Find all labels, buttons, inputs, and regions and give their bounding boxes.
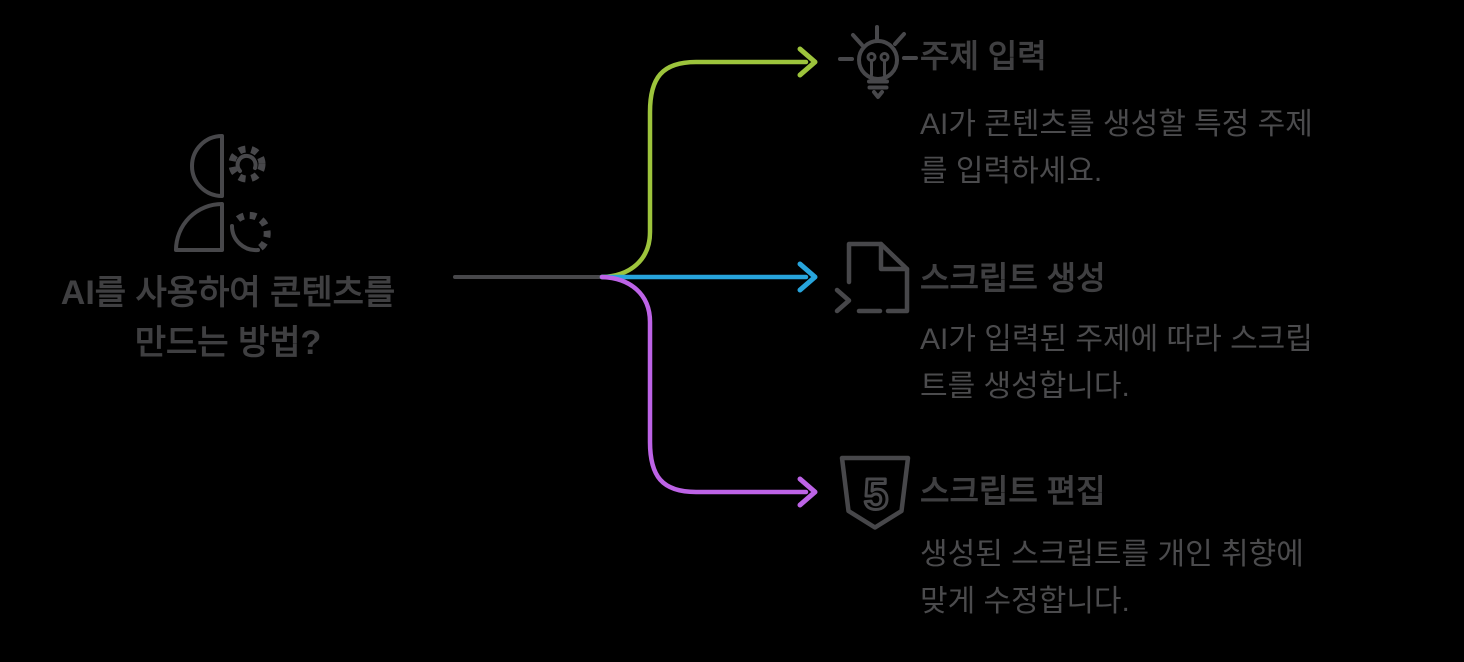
branch-title-script-generate: 스크립트 생성 (920, 260, 1106, 296)
arrowhead-icon-script-edit (797, 476, 818, 508)
bulb-filament-legs (870, 59, 886, 77)
terminal-chevron (834, 287, 852, 314)
bulb-rays (838, 25, 918, 61)
person-head-shape (190, 134, 224, 198)
document-fold-corner (878, 241, 910, 272)
bulb-glass (857, 39, 899, 81)
branch-title-topic-input: 주제 입력 (920, 38, 1047, 74)
branch-description-script-edit: 생성된 스크립트를 개인 취향에 맞게 수정합니다. (920, 538, 1304, 618)
gear-bottom-hub (229, 224, 260, 253)
arrowhead-icon-script-generate (797, 261, 818, 293)
html5-shield-icon: 5 (839, 455, 911, 530)
shield-outline (839, 455, 911, 530)
branch-description-topic-input: AI가 콘텐츠를 생성할 특정 주제 를 입력하세요. (920, 108, 1313, 188)
branch-line-script-edit (599, 274, 809, 495)
document-outline (846, 241, 910, 314)
bulb-base (867, 79, 889, 90)
lightbulb-icon (838, 25, 918, 99)
gear-bottom-teeth (235, 211, 271, 251)
person-torso-shape (174, 202, 224, 252)
gear-top-hub (235, 153, 258, 173)
shield-digit: 5 (864, 470, 888, 519)
gear-top-teeth (228, 145, 266, 183)
script-file-icon (834, 241, 910, 314)
branch-description-script-generate: AI가 입력된 주제에 따라 스크립 트를 생성합니다. (920, 323, 1313, 403)
root-question-title: AI를 사용하여 콘텐츠를 만드는 방법? (60, 274, 396, 362)
branch-line-topic-input (599, 59, 809, 280)
bulb-tip (872, 90, 884, 99)
branch-title-script-edit: 스크립트 편집 (920, 473, 1106, 509)
arrowhead-icon-topic-input (797, 46, 818, 78)
person-gears-icon (174, 134, 271, 253)
